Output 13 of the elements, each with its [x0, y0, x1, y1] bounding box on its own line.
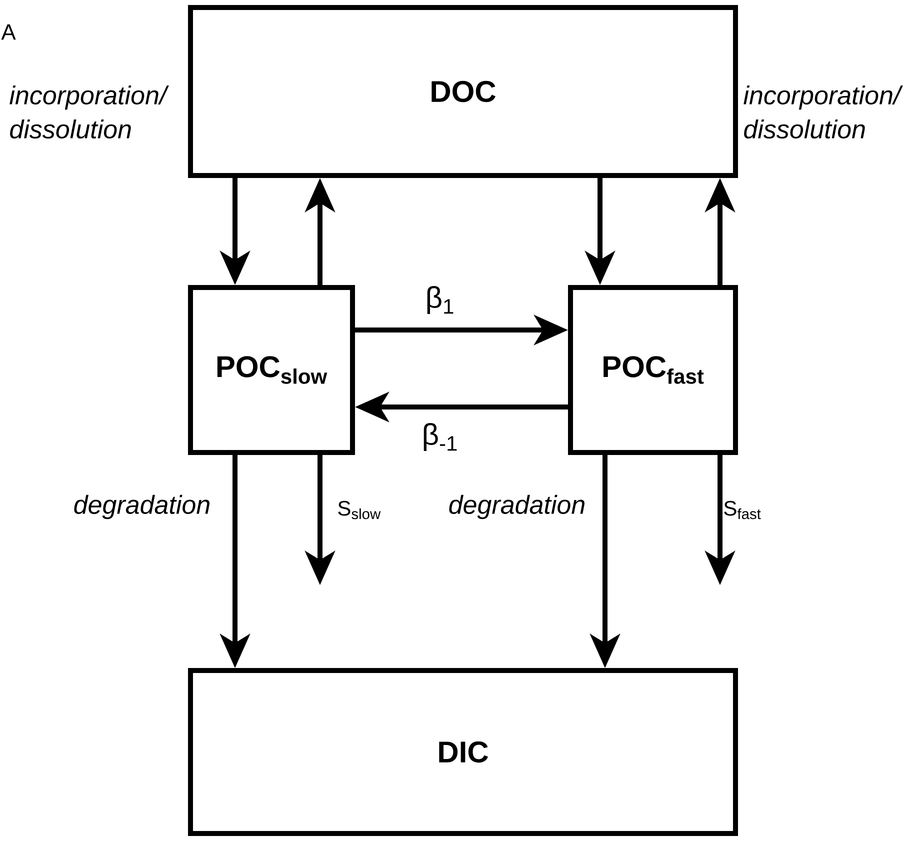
- edge-label: S$_{fast}$: [724, 500, 761, 520]
- process-box: DIC: [188, 668, 738, 836]
- edge-label: incorporation/ dissolution: [744, 85, 903, 139]
- edge-label: degradation: [74, 494, 210, 520]
- edge-label: S$_{slow}$: [338, 500, 381, 520]
- process-box: POC$_{fast}$: [568, 285, 738, 455]
- process-box: POC$_{slow}$: [188, 285, 355, 455]
- edge-label: degradation: [449, 494, 584, 520]
- panel-letter: A: [1, 24, 16, 40]
- edge-label: β$_{-1}$: [424, 423, 457, 451]
- process-box: DOC: [188, 5, 738, 178]
- edge-label: β$_{1}$: [427, 286, 454, 314]
- edge-label: incorporation/ dissolution: [10, 85, 169, 139]
